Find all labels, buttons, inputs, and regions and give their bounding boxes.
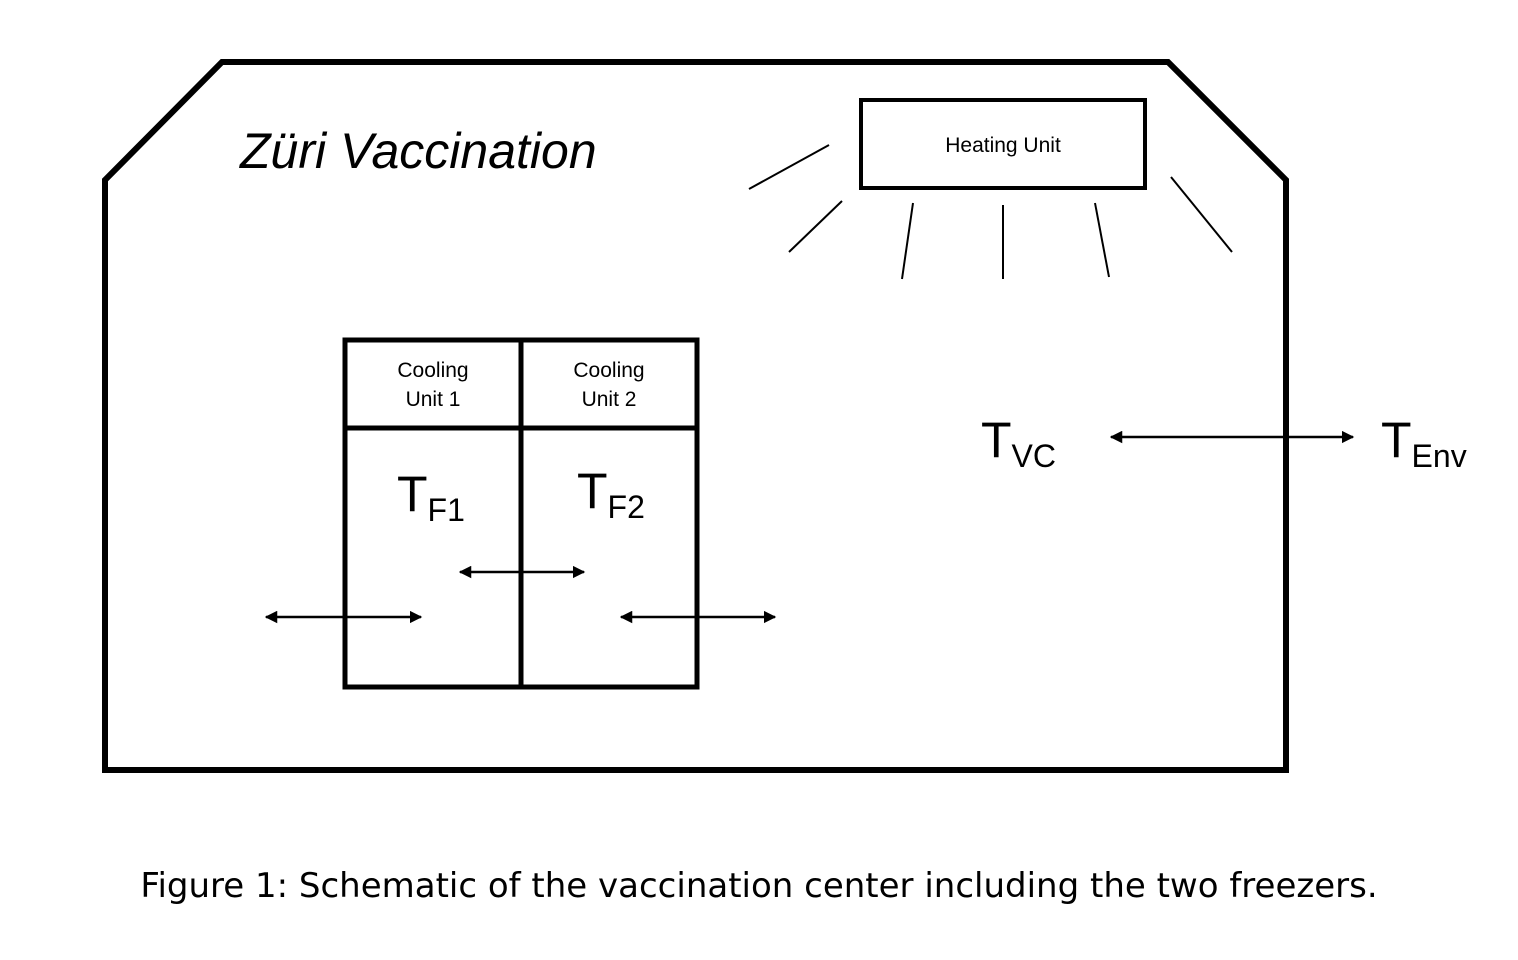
center-title: Züri Vaccination [239,123,597,179]
cooling-unit-1-label-line2: Unit 1 [406,388,461,411]
tenv-label: TEnv [1381,412,1467,474]
heating-unit-label: Heating Unit [945,134,1061,157]
heat-ray [788,200,843,253]
heating-unit-box [859,98,1147,190]
figure-caption: Figure 1: Schematic of the vaccination c… [140,866,1378,906]
heat-rays [748,144,1233,280]
cooling-unit-2-label-line2: Unit 2 [582,388,637,411]
tvc-label: TVC [981,412,1056,474]
tf1-label: TF1 [397,466,465,528]
cooling-unit-2-label-line1: Cooling [573,359,644,382]
heat-ray [1170,176,1233,253]
cooling-unit-1-label-line1: Cooling [397,359,468,382]
heat-ray [901,202,914,280]
building-outline [102,59,1289,773]
heat-exchange-arrows [264,430,1355,624]
tf2-label: TF2 [577,463,645,525]
heat-ray [1094,202,1110,278]
freezer-unit [342,337,700,690]
heat-ray [748,144,830,190]
